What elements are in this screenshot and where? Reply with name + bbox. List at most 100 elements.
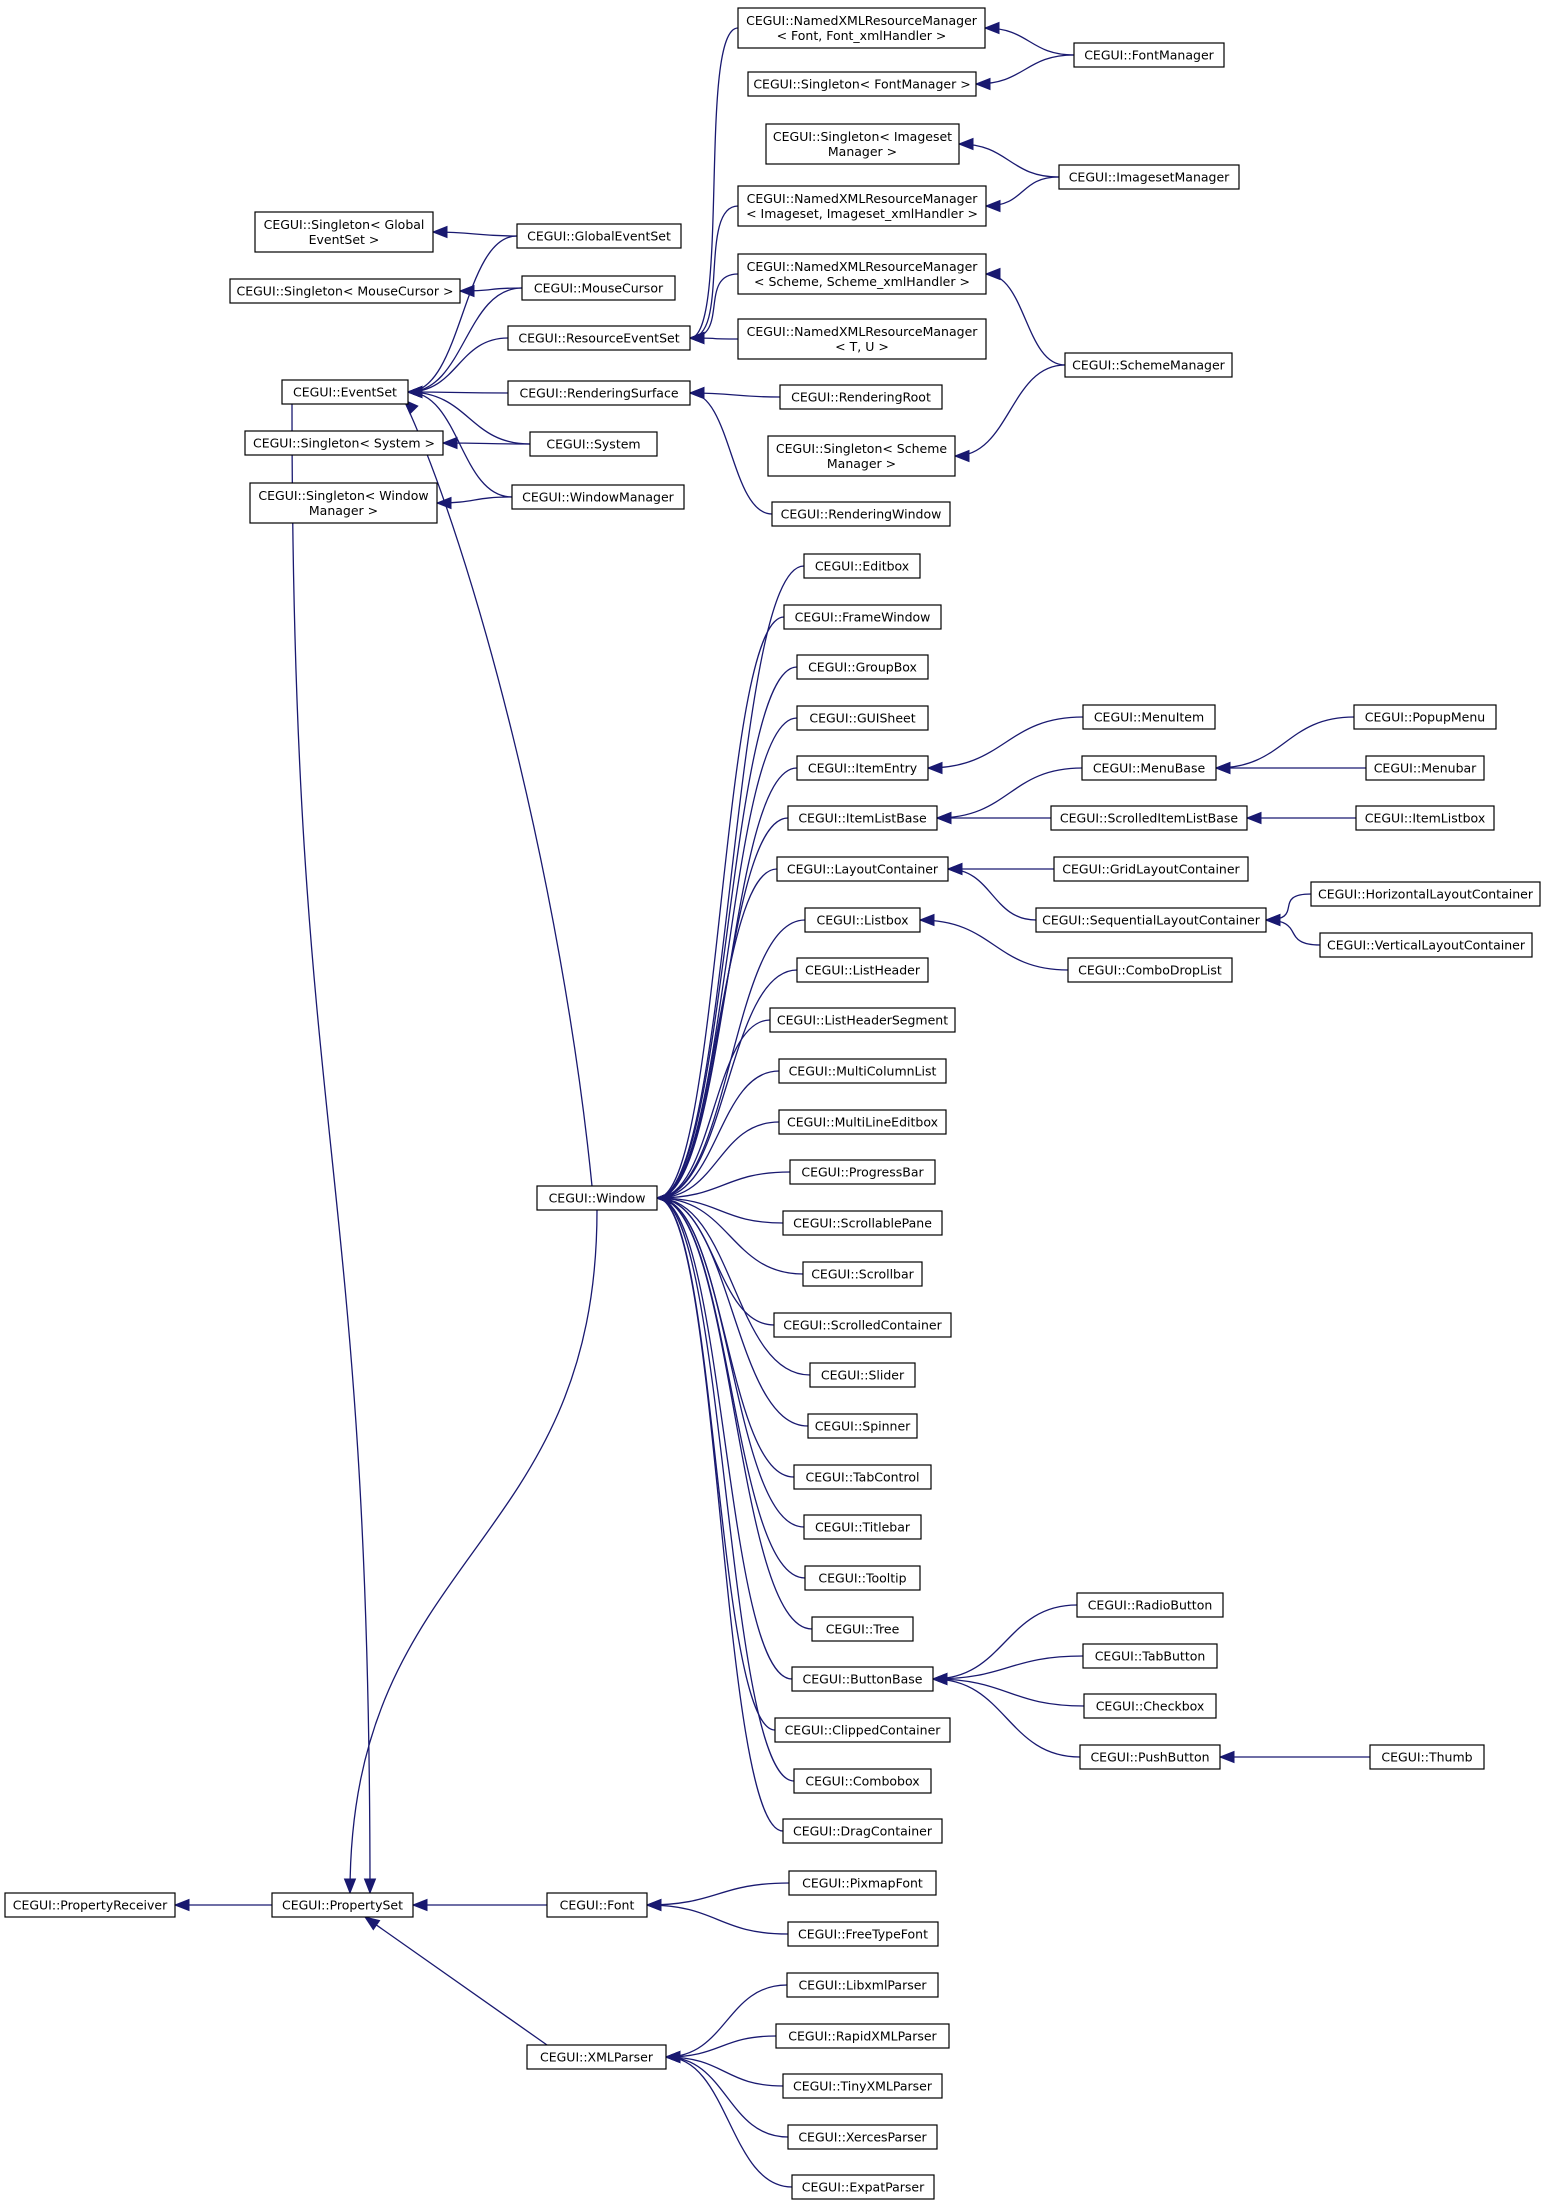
class-node-label: CEGUI::Combobox xyxy=(805,1774,919,1789)
class-node-box xyxy=(1310,881,1541,907)
class-node-progressbar[interactable]: CEGUI::ProgressBar xyxy=(789,1159,936,1185)
class-node-xercesparser[interactable]: CEGUI::XercesParser xyxy=(787,2124,938,2150)
class-node-singleton-imagesetmanager[interactable]: CEGUI::Singleton< ImagesetManager > xyxy=(765,123,960,165)
class-node-nxrm-scheme[interactable]: CEGUI::NamedXMLResourceManager< Scheme, … xyxy=(737,253,987,295)
class-node-label: CEGUI::NamedXMLResourceManager xyxy=(747,191,979,206)
class-node-eventset[interactable]: CEGUI::EventSet xyxy=(281,379,409,405)
edge-line xyxy=(932,1678,1081,1758)
class-node-itemlistbase[interactable]: CEGUI::ItemListBase xyxy=(787,805,938,831)
class-node-propertyreceiver[interactable]: CEGUI::PropertyReceiver xyxy=(4,1892,176,1918)
class-node-singleton-globaleventset[interactable]: CEGUI::Singleton< GlobalEventSet > xyxy=(254,211,434,253)
class-node-propertyset[interactable]: CEGUI::PropertySet xyxy=(271,1892,414,1918)
class-node-dragcontainer[interactable]: CEGUI::DragContainer xyxy=(782,1818,943,1844)
class-node-itemlistbox[interactable]: CEGUI::ItemListbox xyxy=(1355,805,1495,831)
class-node-xmlparser[interactable]: CEGUI::XMLParser xyxy=(526,2044,667,2070)
class-node-pixmapfont[interactable]: CEGUI::PixmapFont xyxy=(788,1870,937,1896)
class-node-popupmenu[interactable]: CEGUI::PopupMenu xyxy=(1353,704,1497,730)
class-node-box xyxy=(529,431,658,457)
edge-line xyxy=(407,337,509,393)
class-node-scrolledcontainer[interactable]: CEGUI::ScrolledContainer xyxy=(773,1312,952,1338)
class-node-scrollbar[interactable]: CEGUI::Scrollbar xyxy=(802,1261,923,1287)
class-node-tinyxmlparser[interactable]: CEGUI::TinyXMLParser xyxy=(782,2073,943,2099)
class-node-pushbutton[interactable]: CEGUI::PushButton xyxy=(1079,1744,1221,1770)
class-node-tooltip[interactable]: CEGUI::Tooltip xyxy=(804,1565,921,1591)
class-node-box xyxy=(789,1159,936,1185)
edge-imagesetmanager-to-singleton-imagesetmanager xyxy=(957,137,1060,178)
edge-line xyxy=(932,1604,1078,1680)
class-node-listbox[interactable]: CEGUI::Listbox xyxy=(804,907,921,933)
class-node-tabbutton[interactable]: CEGUI::TabButton xyxy=(1082,1643,1218,1669)
class-node-thumb[interactable]: CEGUI::Thumb xyxy=(1369,1744,1485,1770)
edge-itemlistbase-to-window xyxy=(655,817,789,1205)
class-node-scrolleditemlistbase[interactable]: CEGUI::ScrolledItemListBase xyxy=(1050,805,1248,831)
class-node-singleton-fontmanager[interactable]: CEGUI::Singleton< FontManager > xyxy=(747,71,977,97)
class-node-buttonbase[interactable]: CEGUI::ButtonBase xyxy=(791,1666,934,1692)
class-node-checkbox[interactable]: CEGUI::Checkbox xyxy=(1083,1693,1217,1719)
class-node-singleton-mousecursor[interactable]: CEGUI::Singleton< MouseCursor > xyxy=(229,278,461,304)
class-node-label: CEGUI::Spinner xyxy=(815,1419,911,1434)
class-node-schememanager[interactable]: CEGUI::SchemeManager xyxy=(1064,352,1233,378)
edge-arrowhead xyxy=(363,1916,381,1931)
class-node-freetypefont[interactable]: CEGUI::FreeTypeFont xyxy=(787,1921,939,1947)
class-node-globaleventset[interactable]: CEGUI::GlobalEventSet xyxy=(516,223,682,249)
class-node-menubase[interactable]: CEGUI::MenuBase xyxy=(1081,755,1217,781)
class-node-nxrm-font[interactable]: CEGUI::NamedXMLResourceManager< Font, Fo… xyxy=(737,7,986,49)
class-node-clippedcontainer[interactable]: CEGUI::ClippedContainer xyxy=(774,1717,951,1743)
class-node-system[interactable]: CEGUI::System xyxy=(529,431,658,457)
class-node-font[interactable]: CEGUI::Font xyxy=(546,1892,648,1918)
edge-arrowhead xyxy=(984,267,1001,281)
class-node-sequentiallayoutcontainer[interactable]: CEGUI::SequentialLayoutContainer xyxy=(1035,907,1267,933)
edge-tooltip-to-window xyxy=(655,1191,806,1579)
class-node-mousecursor[interactable]: CEGUI::MouseCursor xyxy=(521,275,676,301)
class-node-libxmlparser[interactable]: CEGUI::LibxmlParser xyxy=(786,1972,939,1998)
class-node-singleton-windowmanager[interactable]: CEGUI::Singleton< WindowManager > xyxy=(249,482,438,524)
class-node-gridlayoutcontainer[interactable]: CEGUI::GridLayoutContainer xyxy=(1053,856,1249,882)
class-node-renderingroot[interactable]: CEGUI::RenderingRoot xyxy=(779,384,943,410)
class-node-multilineeditbox[interactable]: CEGUI::MultiLineEditbox xyxy=(778,1109,947,1135)
class-node-singleton-schememanager[interactable]: CEGUI::Singleton< SchemeManager > xyxy=(767,435,956,477)
class-node-fontmanager[interactable]: CEGUI::FontManager xyxy=(1073,42,1225,68)
class-node-layoutcontainer[interactable]: CEGUI::LayoutContainer xyxy=(776,856,949,882)
class-node-singleton-system[interactable]: CEGUI::Singleton< System > xyxy=(244,430,444,456)
edge-line xyxy=(349,1209,598,1894)
edge-fontmanager-to-singleton-fontmanager xyxy=(974,54,1075,91)
class-node-framewindow[interactable]: CEGUI::FrameWindow xyxy=(783,604,942,630)
class-node-scrollablepane[interactable]: CEGUI::ScrollablePane xyxy=(782,1210,943,1236)
edge-globaleventset-to-singleton-globaleventset xyxy=(431,225,518,239)
class-node-window[interactable]: CEGUI::Window xyxy=(536,1185,658,1211)
class-node-listheadersegment[interactable]: CEGUI::ListHeaderSegment xyxy=(769,1007,956,1033)
class-node-label: CEGUI::RenderingRoot xyxy=(791,390,931,405)
class-node-editbox[interactable]: CEGUI::Editbox xyxy=(803,553,921,579)
class-node-nxrm-tu[interactable]: CEGUI::NamedXMLResourceManager< T, U > xyxy=(737,318,987,360)
class-node-tree[interactable]: CEGUI::Tree xyxy=(811,1616,914,1642)
class-node-combodroplist[interactable]: CEGUI::ComboDropList xyxy=(1067,957,1233,983)
class-node-slider[interactable]: CEGUI::Slider xyxy=(809,1362,916,1388)
class-node-imagesetmanager[interactable]: CEGUI::ImagesetManager xyxy=(1058,164,1240,190)
class-node-box xyxy=(787,1921,939,1947)
class-node-horizontallayoutcontainer[interactable]: CEGUI::HorizontalLayoutContainer xyxy=(1310,881,1541,907)
class-node-renderingsurface[interactable]: CEGUI::RenderingSurface xyxy=(507,380,691,406)
class-node-label: < T, U > xyxy=(835,339,889,354)
class-node-resourceeventset[interactable]: CEGUI::ResourceEventSet xyxy=(507,325,691,351)
class-node-radiobutton[interactable]: CEGUI::RadioButton xyxy=(1076,1592,1224,1618)
class-node-menubar[interactable]: CEGUI::Menubar xyxy=(1365,755,1485,781)
class-node-tabcontrol[interactable]: CEGUI::TabControl xyxy=(793,1464,932,1490)
class-node-groupbox[interactable]: CEGUI::GroupBox xyxy=(796,654,929,680)
class-node-spinner[interactable]: CEGUI::Spinner xyxy=(807,1413,918,1439)
class-node-nxrm-imageset[interactable]: CEGUI::NamedXMLResourceManager< Imageset… xyxy=(737,185,987,227)
class-node-rapidxmlparser[interactable]: CEGUI::RapidXMLParser xyxy=(775,2023,950,2049)
class-node-menuitem[interactable]: CEGUI::MenuItem xyxy=(1082,704,1216,730)
class-node-multicolumnlist[interactable]: CEGUI::MultiColumnList xyxy=(778,1058,947,1084)
class-node-guisheet[interactable]: CEGUI::GUISheet xyxy=(796,705,929,731)
class-node-itementry[interactable]: CEGUI::ItemEntry xyxy=(796,755,929,781)
class-node-titlebar[interactable]: CEGUI::Titlebar xyxy=(803,1514,922,1540)
class-node-label: CEGUI::TabButton xyxy=(1095,1649,1206,1664)
class-node-windowmanager[interactable]: CEGUI::WindowManager xyxy=(511,484,685,510)
class-node-renderingwindow[interactable]: CEGUI::RenderingWindow xyxy=(771,501,951,527)
edge-listheader-to-window xyxy=(655,969,798,1205)
class-node-verticallayoutcontainer[interactable]: CEGUI::VerticalLayoutContainer xyxy=(1319,932,1533,958)
class-node-expatparser[interactable]: CEGUI::ExpatParser xyxy=(791,2174,935,2200)
class-node-combobox[interactable]: CEGUI::Combobox xyxy=(793,1768,932,1794)
class-node-label: CEGUI::GroupBox xyxy=(808,660,917,675)
class-node-listheader[interactable]: CEGUI::ListHeader xyxy=(796,957,929,983)
